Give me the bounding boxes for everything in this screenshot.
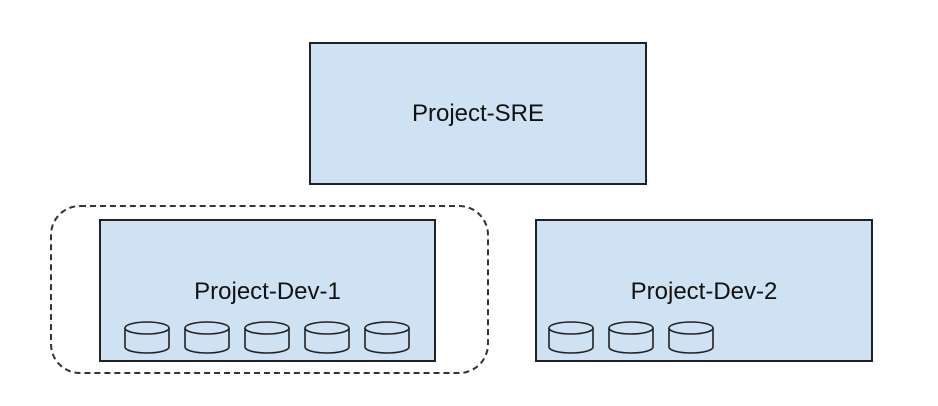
project-dev-2-label: Project-Dev-2 bbox=[630, 278, 778, 305]
project-sre-label: Project-SRE bbox=[411, 100, 545, 127]
database-cylinder-icon bbox=[184, 321, 230, 354]
database-cylinder-icon bbox=[608, 321, 654, 354]
project-dev-1-label: Project-Dev-1 bbox=[194, 278, 341, 305]
project-sre-box: Project-SRE bbox=[309, 42, 647, 185]
database-cylinder-icon bbox=[304, 321, 350, 354]
database-cylinder-icon bbox=[244, 321, 290, 354]
project-dev-1-box: Project-Dev-1 bbox=[99, 219, 436, 362]
project-dev-2-storage-row bbox=[547, 320, 715, 355]
dev1-group-outline bbox=[50, 205, 489, 374]
database-cylinder-icon bbox=[668, 321, 714, 354]
database-cylinder-icon bbox=[364, 321, 410, 354]
database-cylinder-icon bbox=[548, 321, 594, 354]
project-dev-2-box: Project-Dev-2 bbox=[535, 219, 873, 362]
database-cylinder-icon bbox=[124, 321, 170, 354]
project-dev-1-storage-row bbox=[123, 320, 411, 355]
